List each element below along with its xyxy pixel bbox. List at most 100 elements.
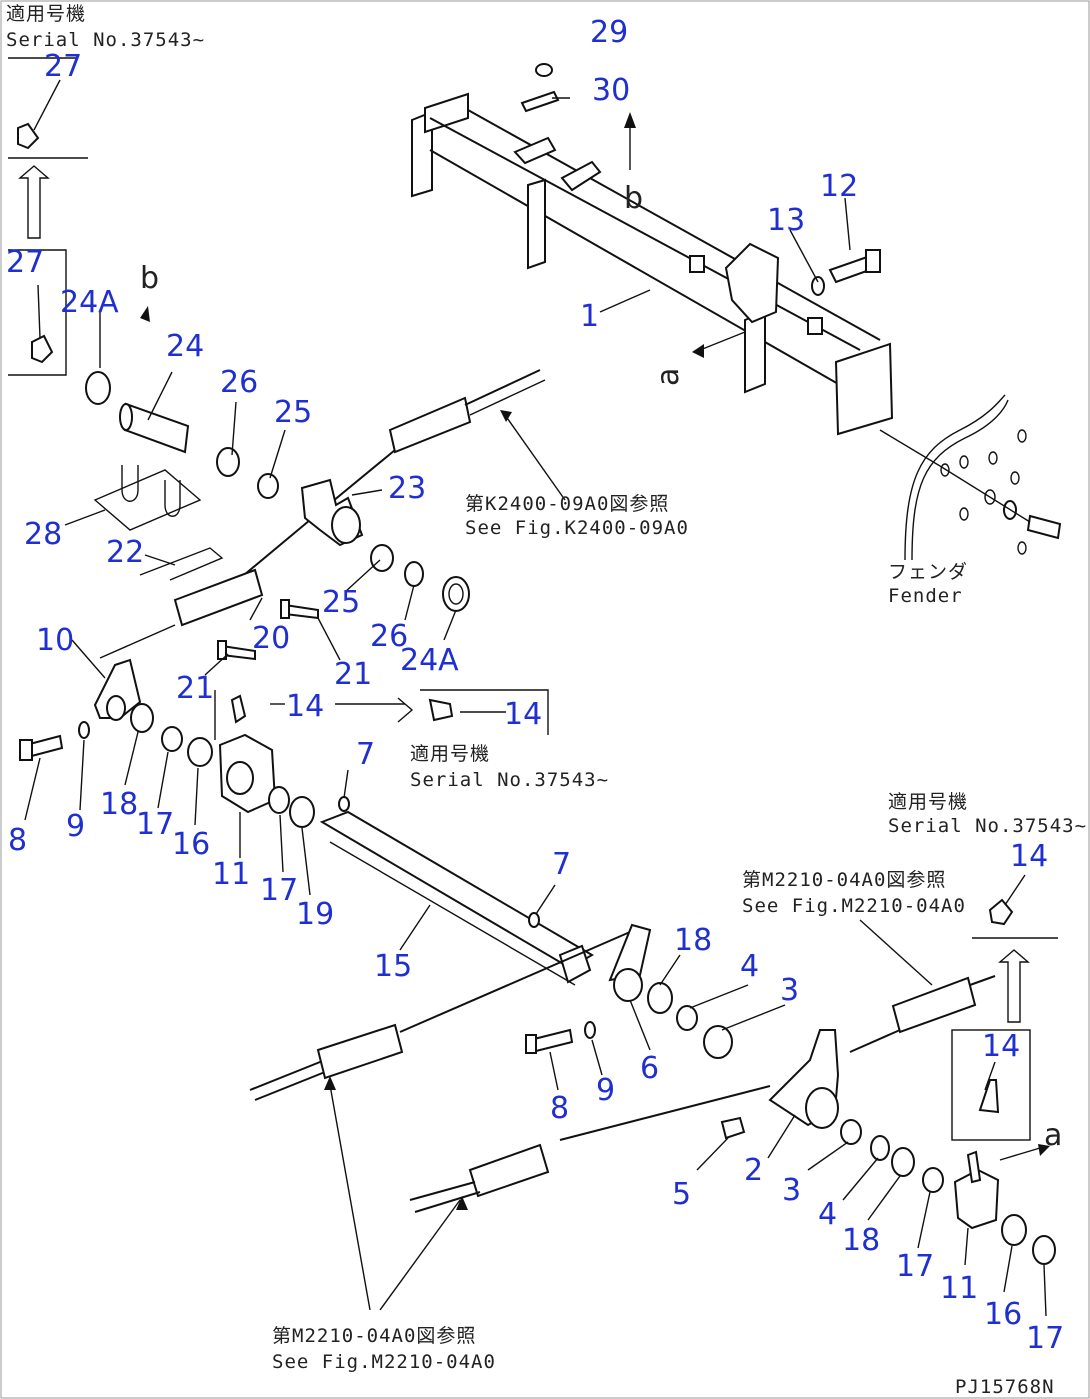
right-bushings <box>840 1119 944 1193</box>
bolt-8-mid <box>525 1021 596 1054</box>
view-letter-a-right: a <box>1044 1118 1062 1153</box>
callout-11-left: 11 <box>212 857 250 892</box>
arm-2 <box>559 1029 901 1141</box>
drawing-code: PJ15768N <box>955 1376 1055 1398</box>
callout-9-mid: 9 <box>596 1073 615 1108</box>
bolt-8-left <box>19 703 213 767</box>
view-arrows <box>140 112 1050 1311</box>
callout-24a-lower: 24A <box>400 643 459 678</box>
callout-25-lower: 25 <box>322 585 360 620</box>
upper-link-rod <box>189 369 566 621</box>
callout-19: 19 <box>296 897 334 932</box>
callout-4-upper: 4 <box>740 949 759 984</box>
lever-6 <box>608 923 733 1059</box>
callout-11-right: 11 <box>940 1271 978 1306</box>
callout-7-upper: 7 <box>356 737 375 772</box>
callout-1: 1 <box>580 299 599 334</box>
axle-frame <box>411 92 941 467</box>
callout-14-mid-right: 14 <box>504 697 542 732</box>
callout-18-left: 18 <box>100 787 138 822</box>
callout-18-mid: 18 <box>674 923 712 958</box>
grease-fitting-14-left <box>428 698 454 722</box>
callout-5: 5 <box>672 1177 691 1212</box>
lower-bushings <box>370 544 470 612</box>
callout-12: 12 <box>820 169 858 204</box>
long-rod-lower-left <box>249 931 631 1101</box>
callout-16-left: 16 <box>172 827 210 862</box>
rod-right <box>891 975 996 1034</box>
callout-27-top: 27 <box>44 49 82 84</box>
note-fender-en: Fender <box>888 585 963 607</box>
callout-17-bottom: 17 <box>1026 1321 1064 1356</box>
callout-21-left: 21 <box>176 671 214 706</box>
callout-8-mid: 8 <box>550 1091 569 1126</box>
callout-21-right: 21 <box>334 657 372 692</box>
block-11-left <box>218 694 315 828</box>
note-serial-mid-en: Serial No.37543~ <box>410 769 609 791</box>
callout-13: 13 <box>767 203 805 238</box>
leader-lines <box>24 79 1047 1317</box>
callout-6: 6 <box>640 1051 659 1086</box>
notes: 適用号機 Serial No.37543~ 第K2400-09A0図参照 See… <box>6 3 1087 1398</box>
callout-28: 28 <box>24 517 62 552</box>
pin-24 <box>85 371 190 454</box>
grease-fitting-5 <box>720 1116 746 1140</box>
nut-29 <box>535 63 553 77</box>
callout-27-bottom: 27 <box>6 245 44 280</box>
view-letters: b a b a <box>140 181 1062 1153</box>
note-serial-right-jp: 適用号機 <box>888 791 968 813</box>
callout-20: 20 <box>252 621 290 656</box>
callout-3-lower: 3 <box>782 1173 801 1208</box>
u-bolt-28 <box>93 465 202 531</box>
callout-23: 23 <box>388 471 426 506</box>
view-letter-b-top: b <box>624 181 643 216</box>
lever-10 <box>93 658 142 721</box>
view-letter-a-frame: a <box>651 368 686 386</box>
view-letter-b-left: b <box>140 261 159 296</box>
note-serial-top-left-jp: 適用号機 <box>6 3 86 25</box>
callout-15: 15 <box>374 949 412 984</box>
callout-17-mid: 17 <box>260 873 298 908</box>
callout-14-right-box: 14 <box>982 1029 1020 1064</box>
note-fender-jp: フェンダ <box>888 561 968 583</box>
long-rod-lower <box>409 1143 550 1213</box>
plate-22 <box>139 547 224 581</box>
callout-25-upper: 25 <box>274 395 312 430</box>
inset-top-left <box>8 57 88 376</box>
note-fig-k2400-jp: 第K2400-09A0図参照 <box>465 493 669 515</box>
block-23 <box>300 478 364 547</box>
callout-17-right: 17 <box>896 1249 934 1284</box>
callout-29: 29 <box>590 15 628 50</box>
bushing-25-upper <box>257 473 279 499</box>
plate-30 <box>520 90 560 113</box>
callout-24a-upper: 24A <box>60 285 119 320</box>
callout-14-mid-left: 14 <box>286 689 324 724</box>
callout-10: 10 <box>36 623 74 658</box>
callout-2: 2 <box>744 1153 763 1188</box>
fender-mount <box>904 394 1062 561</box>
note-serial-top-left-en: Serial No.37543~ <box>6 29 205 51</box>
callout-4-lower: 4 <box>818 1197 837 1232</box>
callout-26-lower: 26 <box>370 619 408 654</box>
callout-22: 22 <box>106 535 144 570</box>
rod-20 <box>99 568 264 659</box>
inset-mid <box>214 689 549 740</box>
note-serial-right-en: Serial No.37543~ <box>888 815 1087 837</box>
callout-8-left: 8 <box>8 823 27 858</box>
callout-24: 24 <box>166 329 204 364</box>
callout-3-upper: 3 <box>780 973 799 1008</box>
block-11-right <box>953 1150 1056 1265</box>
note-fig-m2210-bottom-jp: 第M2210-04A0図参照 <box>272 1325 476 1347</box>
callout-17-left: 17 <box>136 807 174 842</box>
bushing-26-upper <box>216 447 240 477</box>
callout-7-lower: 7 <box>552 847 571 882</box>
inset-right <box>951 898 1058 1141</box>
callout-16-right: 16 <box>984 1297 1022 1332</box>
shaft-15 <box>319 796 594 986</box>
callouts: 29 30 12 13 1 27 27 24A 24 26 25 23 28 2… <box>6 15 1064 1356</box>
callout-30: 30 <box>592 73 630 108</box>
note-fig-k2400-en: See Fig.K2400-09A0 <box>465 517 689 539</box>
callout-18-right: 18 <box>842 1223 880 1258</box>
note-fig-m2210-right-en: See Fig.M2210-04A0 <box>742 895 966 917</box>
